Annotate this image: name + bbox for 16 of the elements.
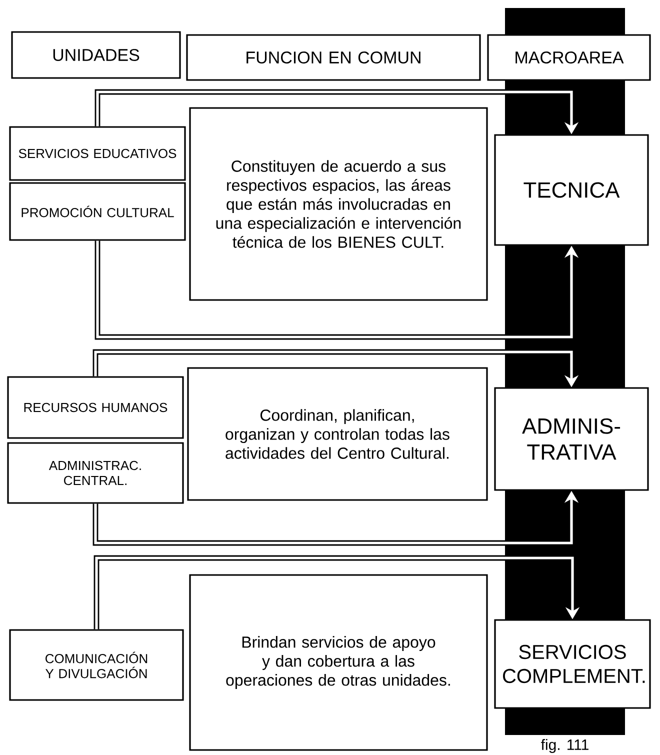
header-box: UNIDADES	[11, 31, 181, 79]
header-box: FUNCION EN COMUN	[186, 34, 481, 81]
unit-box: ADMINISTRAC. CENTRAL.	[7, 442, 184, 504]
unit-box: SERVICIOS EDUCATIVOS	[9, 126, 186, 181]
figure-number: fig. 111	[541, 739, 588, 753]
unit-box: RECURSOS HUMANOS	[7, 376, 184, 439]
unit-box: COMUNICACIÓN Y DIVULGACIÓN	[9, 629, 184, 701]
function-box: Brindan servicios de apoyo y dan cobertura a las operaciones de otras unidades.	[189, 574, 488, 751]
macroarea-box: TECNICA	[494, 134, 649, 246]
connector-arrow	[94, 555, 580, 630]
function-box: Coordinan, planifican, organizan y controlan todas las actividades del Centro Cultural.	[187, 367, 488, 501]
function-box: Constituyen de acuerdo a sus respectivos espacios, las áreas que están más involucradas en una especialización e intervención técnica de los BIENES CULT.	[189, 107, 488, 301]
unit-box: PROMOCIÓN CULTURAL	[9, 182, 186, 241]
macroarea-box: ADMINIS- TRATIVA	[494, 387, 649, 491]
header-box: MACROAREA	[487, 34, 651, 81]
macroarea-box: SERVICIOS COMPLEMENT.	[494, 619, 651, 709]
